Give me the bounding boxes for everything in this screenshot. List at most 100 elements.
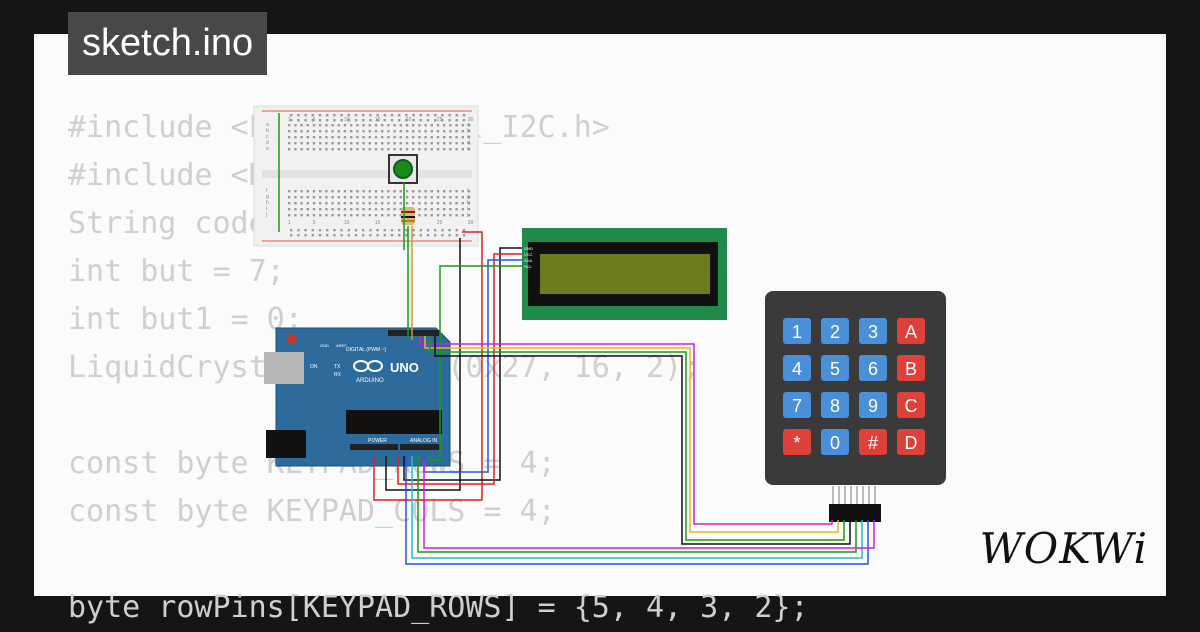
keypad-key-2[interactable]: 2	[821, 318, 849, 344]
breadboard: 115510101515202025253030aabbccddeeffgghh…	[253, 105, 479, 247]
keypad-pin	[838, 486, 840, 504]
breadboard-row-letter: f	[266, 188, 268, 194]
breadboard-hole	[449, 208, 452, 211]
breadboard-hole	[337, 190, 340, 193]
breadboard-hole	[337, 130, 340, 133]
breadboard-rail-hole	[304, 114, 307, 117]
breadboard-rail-hole	[405, 114, 408, 117]
breadboard-hole	[331, 142, 334, 145]
breadboard-hole	[343, 148, 347, 151]
breadboard-rail-hole	[376, 229, 379, 232]
breadboard-rail-hole	[347, 114, 350, 117]
keypad-key-face	[821, 392, 849, 418]
breadboard-rail-hole	[441, 119, 444, 122]
keypad-key-9[interactable]: 9	[859, 392, 887, 418]
breadboard-hole	[319, 142, 322, 145]
breadboard-hole	[436, 130, 440, 133]
push-button[interactable]	[388, 154, 418, 184]
keypad-key-d[interactable]: D	[897, 429, 925, 455]
keypad-key-label: B	[905, 359, 917, 379]
keypad-key-3[interactable]: 3	[859, 318, 887, 344]
keypad-key-8[interactable]: 8	[821, 392, 849, 418]
breadboard-hole	[319, 148, 322, 151]
breadboard-rail-hole	[376, 114, 379, 117]
breadboard-hole	[449, 124, 452, 127]
keypad-key-6[interactable]: 6	[859, 355, 887, 381]
breadboard-hole	[455, 130, 458, 133]
breadboard-hole	[387, 208, 390, 211]
breadboard-hole	[337, 202, 340, 205]
arduino-gnd-label: GND	[320, 343, 329, 348]
breadboard-row-letter: c	[467, 134, 470, 140]
breadboard-hole	[424, 148, 427, 151]
breadboard-hole	[306, 136, 309, 139]
breadboard-rail-hole	[441, 234, 444, 237]
breadboard-hole	[399, 130, 402, 133]
keypad-key-face	[821, 318, 849, 344]
breadboard-hole	[288, 208, 291, 211]
breadboard-rail-hole	[362, 119, 365, 122]
breadboard-rail-hole	[434, 114, 437, 117]
breadboard-hole	[337, 214, 340, 217]
breadboard-rail-hole	[390, 114, 394, 117]
keypad-key-4[interactable]: 4	[783, 355, 811, 381]
breadboard-rail-hole	[426, 119, 430, 122]
breadboard-hole	[294, 142, 297, 145]
breadboard-hole	[467, 190, 471, 193]
breadboard-hole	[461, 142, 464, 145]
breadboard-hole	[443, 202, 446, 205]
keypad-key-c[interactable]: C	[897, 392, 925, 418]
breadboard-rail-hole	[354, 229, 358, 232]
keypad-key-1[interactable]: 1	[783, 318, 811, 344]
breadboard-hole	[306, 124, 309, 127]
breadboard-rail-hole	[398, 229, 401, 232]
breadboard-rail-hole	[362, 229, 365, 232]
breadboard-hole	[300, 202, 303, 205]
breadboard-hole	[331, 130, 334, 133]
breadboard-hole	[368, 130, 371, 133]
breadboard-hole	[412, 202, 415, 205]
breadboard-hole	[331, 148, 334, 151]
keypad-key-face	[821, 355, 849, 381]
keypad-key-b[interactable]: B	[897, 355, 925, 381]
breadboard-hole	[405, 202, 409, 205]
breadboard-hole	[393, 190, 396, 193]
breadboard-hole	[418, 136, 421, 139]
keypad-key-star[interactable]: *	[783, 429, 811, 455]
breadboard-hole	[412, 136, 415, 139]
keypad-key-0[interactable]: 0	[821, 429, 849, 455]
keypad-key-hash[interactable]: #	[859, 429, 887, 455]
keypad-pin	[862, 486, 864, 504]
keypad-pin	[856, 486, 858, 504]
breadboard-hole	[343, 196, 347, 199]
breadboard-rail-hole	[426, 229, 430, 232]
breadboard-rail-hole	[462, 119, 466, 122]
breadboard-row-letter: d	[467, 140, 470, 146]
keypad-key-face	[783, 355, 811, 381]
breadboard-hole	[294, 214, 297, 217]
keypad-key-7[interactable]: 7	[783, 392, 811, 418]
breadboard-hole	[362, 136, 365, 139]
breadboard-hole	[300, 214, 303, 217]
breadboard-row-letter: g	[467, 194, 470, 200]
breadboard-hole	[412, 148, 415, 151]
keypad-key-a[interactable]: A	[897, 318, 925, 344]
breadboard-rail-hole	[419, 114, 422, 117]
breadboard-hole	[455, 136, 458, 139]
breadboard-rail-hole	[290, 229, 293, 232]
breadboard-rail-hole	[354, 114, 358, 117]
breadboard-rail-hole	[340, 234, 343, 237]
keypad-key-5[interactable]: 5	[821, 355, 849, 381]
breadboard-hole	[393, 130, 396, 133]
keypad-key-label: 2	[830, 322, 840, 342]
breadboard-hole	[325, 142, 328, 145]
breadboard-column-number: 30	[468, 220, 474, 226]
breadboard-rail-hole	[318, 114, 322, 117]
keypad-key-face	[783, 318, 811, 344]
breadboard-rail-hole	[354, 234, 358, 237]
breadboard-hole	[467, 124, 471, 127]
breadboard-hole	[337, 124, 340, 127]
breadboard-rail-hole	[369, 234, 372, 237]
breadboard-rail-hole	[441, 114, 444, 117]
